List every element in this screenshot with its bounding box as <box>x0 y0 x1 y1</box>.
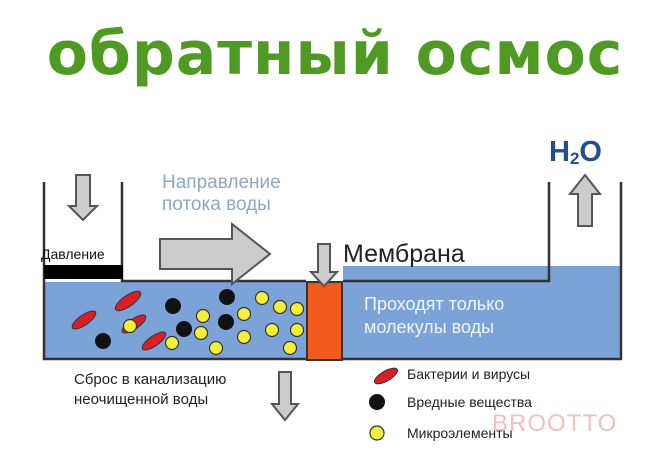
bacteria-icon <box>141 331 167 351</box>
microelement-icon <box>282 340 298 356</box>
membrane <box>306 281 343 361</box>
harmful-substance-icon <box>176 321 192 337</box>
harmful-substance-icon <box>165 298 181 314</box>
harmful-substance-icon <box>95 333 111 349</box>
bacteria-icon <box>114 290 142 312</box>
flow-direction-label: Направление потока воды <box>162 172 281 216</box>
harmful-substance-icon <box>219 289 235 305</box>
legend-microelement-label: Микроэлементы <box>407 425 513 441</box>
microelement-icon <box>164 335 180 351</box>
microelement-icon <box>289 301 305 317</box>
pressure-label: Давление <box>41 246 105 262</box>
pass-label-line2: молекулы воды <box>364 317 495 338</box>
page-title: обратный осмос <box>46 19 624 89</box>
drain-label: Сброс в канализацию неочищенной воды <box>74 370 226 409</box>
h2o-o: O <box>579 136 602 168</box>
flow-label-line1: Направление <box>162 172 281 193</box>
h2o-h: H <box>549 136 570 168</box>
legend-harmful-label: Вредные вещества <box>407 394 532 410</box>
microelement-icon <box>254 290 270 306</box>
legend-bacteria-icon <box>373 367 399 385</box>
membrane-arrow <box>308 243 340 288</box>
microelement-icon <box>289 322 305 338</box>
piston-plate <box>44 265 123 279</box>
pass-label-line1: Проходят только <box>364 294 505 314</box>
microelement-icon <box>122 318 138 334</box>
legend-bacteria-label: Бактерии и вирусы <box>407 366 531 382</box>
drain-arrow <box>269 371 301 422</box>
bacteria-icon <box>71 310 97 330</box>
flow-arrow <box>159 221 272 287</box>
microelement-icon <box>236 306 252 322</box>
microelement-icon <box>264 322 280 338</box>
micro-group <box>122 290 305 356</box>
microelement-icon <box>208 340 224 356</box>
drain-label-line1: Сброс в канализацию <box>74 371 227 388</box>
membrane-label: Мембрана <box>343 240 465 268</box>
h2o-subscript: 2 <box>569 149 580 168</box>
legend-harmful-icon <box>369 394 385 410</box>
microelement-icon <box>195 308 211 324</box>
pass-through-label: Проходят только молекулы воды <box>364 293 504 339</box>
harmful-substance-icon <box>218 314 234 330</box>
microelement-icon <box>272 299 288 315</box>
watermark: BROOTTO <box>492 410 618 437</box>
pressure-arrow <box>66 174 100 222</box>
harmful-group <box>95 289 235 349</box>
microelement-icon <box>193 325 209 341</box>
h2o-label: H2O <box>549 136 602 169</box>
flow-label-line2: потока воды <box>162 193 271 215</box>
microelement-icon <box>236 329 252 345</box>
drain-label-line2: неочищенной воды <box>74 390 209 408</box>
legend-microelement-icon <box>369 425 385 441</box>
output-arrow <box>567 173 603 227</box>
